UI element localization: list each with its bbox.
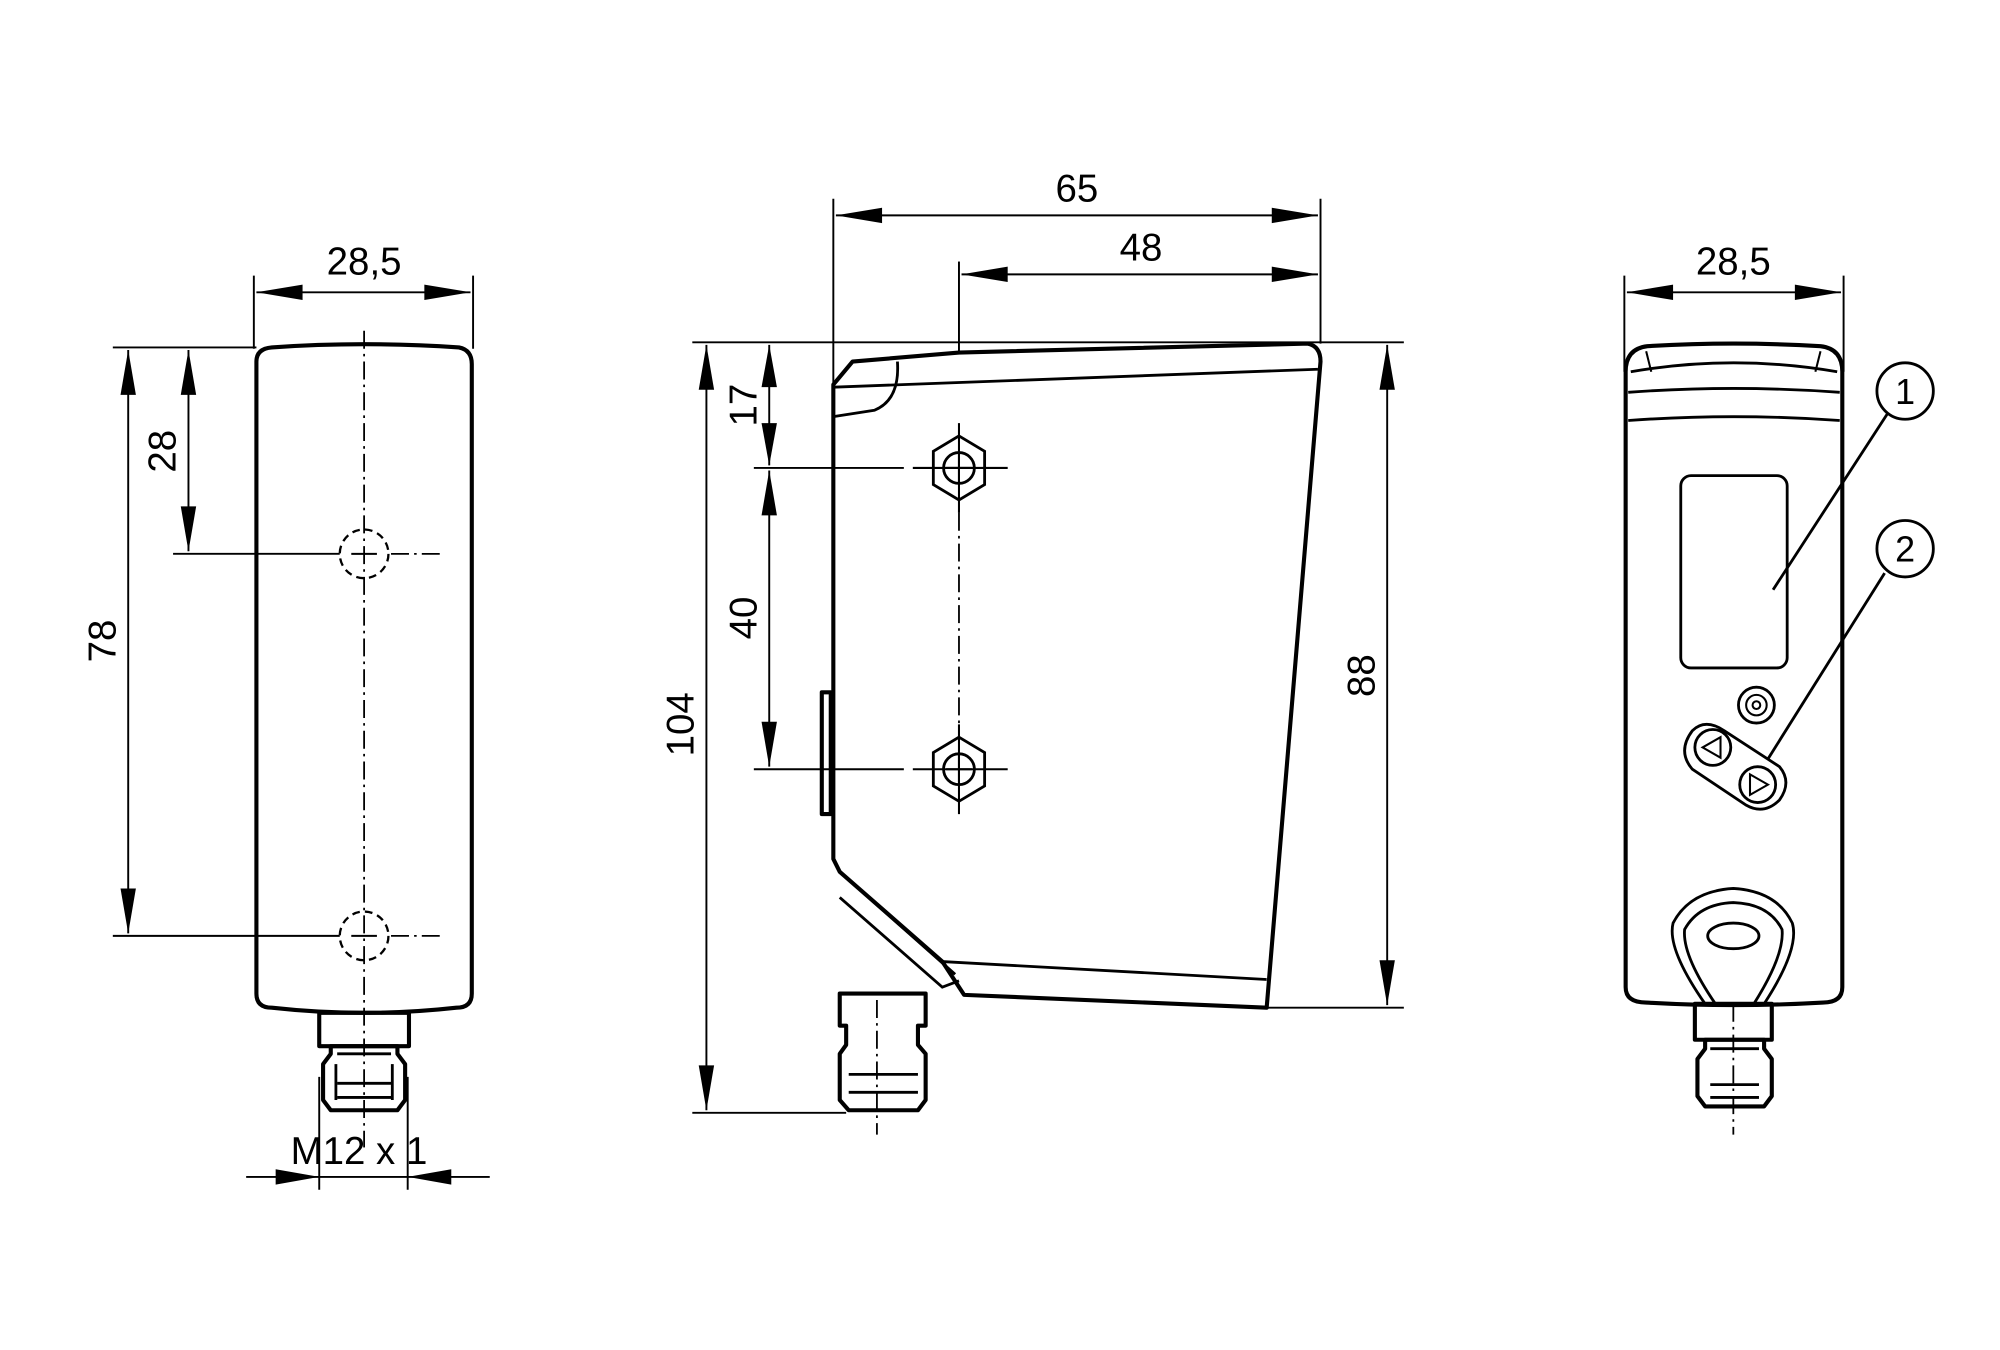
callout-1-number: 1 [1895,372,1915,412]
thread-size-label: M12 x 1 [291,1130,428,1173]
front-view: 28,5 1 2 [1623,240,1935,1135]
side-depth-label: 65 [1056,167,1099,210]
front-width-label: 28,5 [1696,240,1771,283]
front-view-connector [1692,1001,1774,1135]
side-body-height-label: 88 [1340,654,1383,697]
side-top-depth-label: 48 [1120,226,1163,269]
button-left-icon [1693,728,1733,767]
mounting-hole-lower [338,910,390,962]
rear-view-connector [317,1010,412,1113]
rear-hole-offset-label: 28 [142,430,185,473]
mounting-nut-upper [912,423,1008,513]
side-view-connector [837,991,928,1135]
side-overall-height-label: 104 [660,692,703,756]
rear-hole-spacing-label: 78 [81,620,124,663]
callout-2-number: 2 [1895,530,1915,570]
status-led [1737,685,1776,725]
rear-view-body-outline [254,342,474,1015]
rear-view: 28,5 28 78 M12 x 1 [81,240,490,1190]
side-view: 65 48 17 40 104 88 [660,167,1404,1135]
front-view-body-outline [1623,341,1845,1008]
mounting-nut-lower [912,724,1008,815]
callout-2: 2 [1766,519,1935,760]
side-nut-offset-label: 17 [722,384,765,427]
callout-1: 1 [1771,361,1935,591]
rear-width-label: 28,5 [327,240,402,283]
push-buttons [1683,722,1788,811]
button-right-icon [1738,765,1778,804]
side-view-body-outline [831,341,1323,1010]
side-nut-spacing-label: 40 [722,597,765,640]
display-window [1679,474,1789,670]
